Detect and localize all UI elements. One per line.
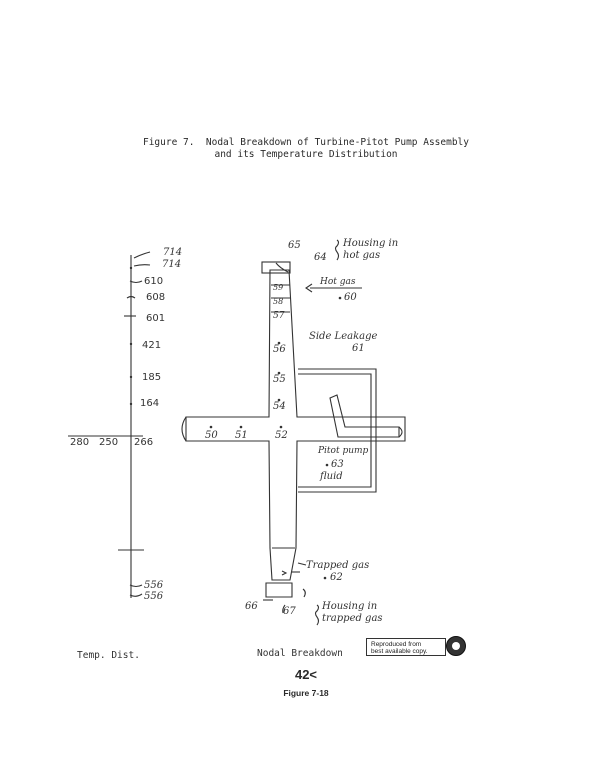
node-59: 59 xyxy=(273,283,284,292)
node-51: 51 xyxy=(235,430,248,441)
stamp-line-2: best available copy. xyxy=(371,648,428,655)
node-56: 56 xyxy=(273,344,286,355)
reproduced-stamp: Reproduced from best available copy. xyxy=(366,636,466,658)
note-fluid: fluid xyxy=(320,471,343,482)
temp-label-556a: 556 xyxy=(144,580,164,591)
node-65: 65 xyxy=(288,240,301,251)
node-54: 54 xyxy=(273,401,286,412)
node-55: 55 xyxy=(273,374,286,385)
temp-label-421: 421 xyxy=(142,340,162,351)
figure-caption-line-1: Figure 7. Nodal Breakdown of Turbine-Pit… xyxy=(142,137,469,148)
node-63: 63 xyxy=(331,459,344,470)
note-housing-hot-1: Housing in xyxy=(343,238,399,249)
node-58: 58 xyxy=(273,297,284,306)
housing-top xyxy=(261,261,291,274)
node-50: 50 xyxy=(205,430,218,441)
housing-bottom xyxy=(265,582,293,598)
node-57: 57 xyxy=(273,311,285,321)
temp-label-608: 608 xyxy=(146,292,166,303)
figure-label: Figure 7-18 xyxy=(283,688,329,698)
pitot-housing-outer xyxy=(298,368,377,493)
pitot-arm xyxy=(329,394,400,438)
node-52: 52 xyxy=(275,430,288,441)
temp-label-266: 266 xyxy=(134,437,154,448)
stamp-line-1: Reproduced from xyxy=(371,641,422,648)
shaft-outline xyxy=(185,269,406,581)
note-housing-trapped-1: Housing in xyxy=(322,601,378,612)
temp-label-714b: 714 xyxy=(162,259,182,270)
footer-temp-dist: Temp. Dist. xyxy=(77,650,140,661)
note-side-leakage: Side Leakage xyxy=(309,331,378,342)
node-66: 66 xyxy=(245,601,258,612)
temp-label-556b: 556 xyxy=(144,591,164,602)
note-housing-trapped-2: trapped gas xyxy=(322,613,383,624)
node-61: 61 xyxy=(352,343,365,354)
note-hot-gas: Hot gas xyxy=(320,277,356,287)
note-housing-hot-2: hot gas xyxy=(343,250,381,261)
node-64: 64 xyxy=(314,252,327,263)
temp-label-164: 164 xyxy=(140,398,160,409)
temp-label-601: 601 xyxy=(146,313,166,324)
temp-label-185: 185 xyxy=(142,372,162,383)
note-trapped-gas: Trapped gas xyxy=(306,560,370,571)
page-number: 42< xyxy=(294,667,318,682)
node-62: 62 xyxy=(330,572,343,583)
temp-label-250: 250 xyxy=(99,437,119,448)
temp-label-610: 610 xyxy=(144,276,164,287)
note-pitot-pump: Pitot pump xyxy=(318,446,369,456)
node-60: 60 xyxy=(344,292,357,303)
footer-nodal-breakdown: Nodal Breakdown xyxy=(257,648,343,659)
seal-icon xyxy=(446,636,466,656)
figure-caption-line-2: and its Temperature Distribution xyxy=(214,149,398,160)
node-67: 67 xyxy=(283,606,296,617)
temp-label-280: 280 xyxy=(70,437,90,448)
temp-label-714a: 714 xyxy=(163,247,183,258)
